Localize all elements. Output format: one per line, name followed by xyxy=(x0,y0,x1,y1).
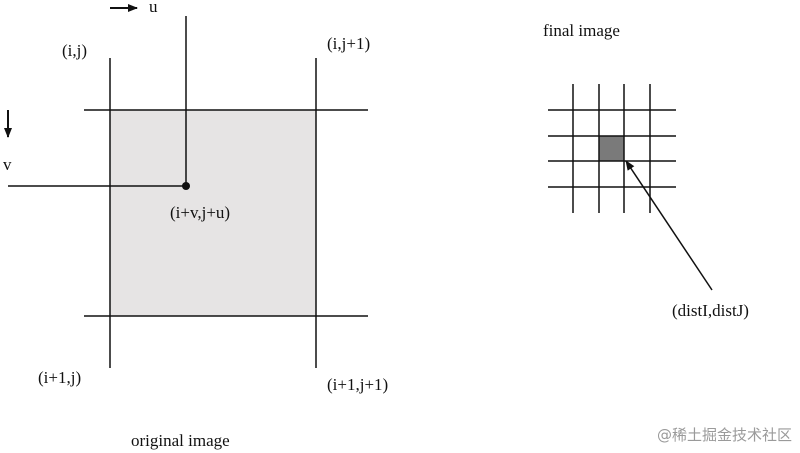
corner-label-bottom-right: (i+1,j+1) xyxy=(327,375,388,394)
corner-label-top-left: (i,j) xyxy=(62,41,87,60)
final-grid-lines xyxy=(548,84,676,213)
sample-point-dot xyxy=(182,182,190,190)
u-label: u xyxy=(149,0,158,16)
v-label: v xyxy=(3,155,12,174)
original-image-caption: original image xyxy=(131,431,230,450)
corner-label-bottom-left: (i+1,j) xyxy=(38,368,81,387)
watermark-text: @稀土掘金技术社区 xyxy=(657,426,792,444)
destination-point-label: (distI,distJ) xyxy=(672,301,749,320)
final-image-caption: final image xyxy=(543,21,620,40)
original-grid-lines xyxy=(84,58,368,368)
destination-pointer-arrow-icon xyxy=(625,160,713,291)
corner-label-top-right: (i,j+1) xyxy=(327,34,370,53)
destination-pixel-highlight xyxy=(599,136,624,161)
original-pixel-cell xyxy=(110,110,316,316)
sample-point-label: (i+v,j+u) xyxy=(170,203,230,222)
